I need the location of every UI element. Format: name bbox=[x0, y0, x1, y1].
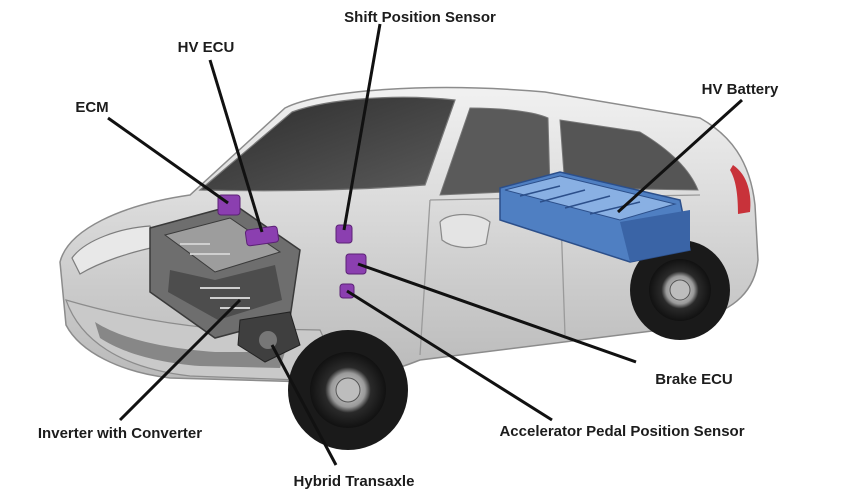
leader-hv-battery bbox=[616, 98, 744, 214]
label-ecm: ECM bbox=[75, 99, 108, 116]
label-shift-position-sensor: Shift Position Sensor bbox=[344, 9, 496, 26]
label-hybrid-transaxle: Hybrid Transaxle bbox=[294, 473, 415, 490]
grille bbox=[95, 322, 285, 368]
leader-lines bbox=[107, 23, 744, 466]
leader-shift-position-sensor bbox=[342, 23, 382, 231]
label-hv-battery: HV Battery bbox=[702, 81, 779, 98]
label-hv-ecu: HV ECU bbox=[178, 39, 235, 56]
brake-ecu-component bbox=[345, 253, 367, 275]
front-side-window bbox=[439, 107, 551, 196]
tail-light bbox=[730, 165, 751, 214]
hv-battery-component bbox=[499, 171, 691, 263]
label-accelerator-pedal-position-sensor: Accelerator Pedal Position Sensor bbox=[499, 423, 744, 440]
leader-inverter-with-converter bbox=[118, 298, 242, 422]
label-inverter-with-converter: Inverter with Converter bbox=[38, 425, 202, 442]
leader-brake-ecu bbox=[357, 262, 637, 364]
windshield bbox=[198, 96, 456, 192]
rear-wheel bbox=[630, 240, 730, 340]
label-brake-ecu: Brake ECU bbox=[655, 371, 733, 388]
hybrid-transaxle-component bbox=[237, 311, 301, 363]
leader-ecm bbox=[107, 116, 229, 205]
leader-accelerator-pedal-sensor bbox=[346, 289, 553, 422]
front-wheel bbox=[288, 330, 408, 450]
leader-hv-ecu bbox=[208, 59, 264, 233]
side-mirror bbox=[439, 213, 491, 249]
leader-hybrid-transaxle bbox=[270, 344, 338, 466]
